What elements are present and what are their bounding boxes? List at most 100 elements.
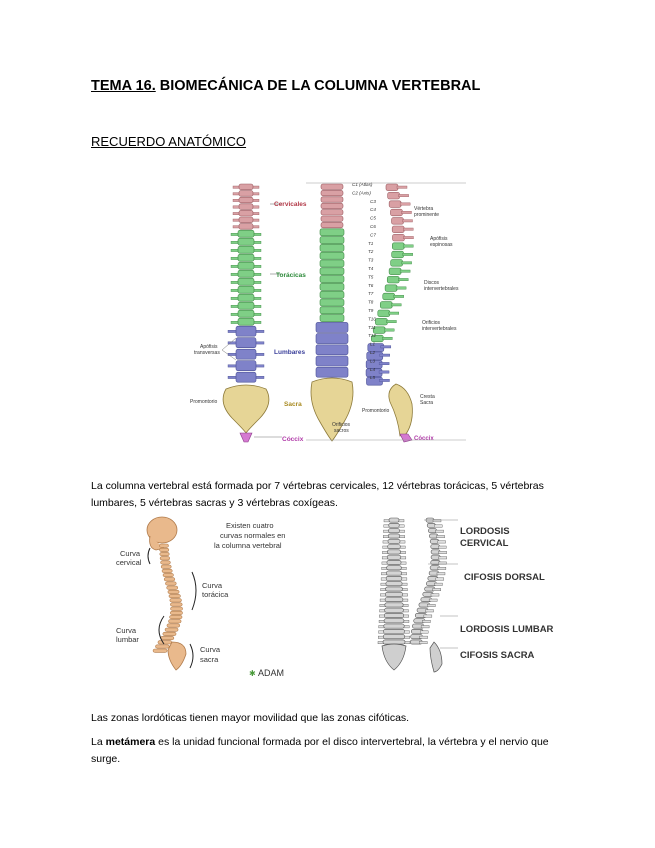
vertebra-process: [437, 567, 447, 570]
spine-vertebra: [386, 554, 402, 560]
spine-vertebra: [169, 598, 182, 603]
spine-vertebra: [167, 589, 180, 594]
spine-vertebra: [169, 615, 183, 620]
spine-vertebra: [162, 631, 177, 636]
title-number: TEMA 16.: [91, 78, 156, 94]
spine-vertebra: [160, 636, 175, 641]
spine-vertebra: [388, 523, 400, 528]
label-sacra: Sacra: [284, 401, 302, 408]
spine-vertebra: [168, 619, 182, 624]
vertebra-process: [380, 345, 392, 349]
thoracic-vertebra: [237, 237, 255, 246]
vertebra-process: [434, 524, 443, 528]
spine-vertebra: [160, 564, 172, 569]
vertebra-process: [419, 630, 429, 634]
spine-vertebra: [384, 613, 404, 618]
spine-vertebra: [155, 644, 170, 649]
vertebra-process: [402, 219, 413, 223]
vertebra-process: [384, 328, 395, 332]
vertebra-process: [399, 202, 411, 206]
vertebra-process: [419, 641, 428, 645]
spine-vertebra: [386, 570, 402, 576]
lateral-coccyx: [399, 433, 413, 443]
thoracic-vertebra: [319, 259, 345, 268]
cervical-vertebra: [387, 192, 400, 200]
lumbar-vertebra: [235, 337, 257, 348]
lumbar-vertebra: [315, 366, 349, 378]
thoracic-vertebra: [388, 267, 402, 275]
vertebra-code-label: T7: [368, 291, 374, 296]
vertebra-process: [419, 635, 428, 639]
spine-vertebra: [159, 556, 171, 561]
label-cresta-sacra-2: Sacra: [420, 400, 433, 406]
posterior-sacrum: [310, 377, 354, 442]
vertebra-process: [438, 561, 447, 565]
vertebra-code-label: C6: [370, 224, 376, 229]
curva-toracica-2: torácica: [202, 590, 229, 599]
spine-vertebra: [387, 538, 401, 544]
vertebra-code-label: T1: [368, 241, 374, 246]
vertebra-process: [432, 519, 442, 523]
thoracic-vertebra: [237, 277, 255, 286]
label-apofisis-transversas-2: transversas: [194, 350, 220, 356]
curva-lumbar-1: Curva: [116, 626, 137, 635]
label-apofisis-transversas-1: Apófisis: [200, 344, 218, 350]
cervical-vertebra: [320, 183, 344, 190]
cifosis-dorsal: CIFOSIS DORSAL: [464, 572, 545, 583]
vertebra-code-label: C2 (Axis): [352, 190, 371, 195]
posterior-spine-view: [310, 183, 354, 442]
label-toracicas: Torácicas: [276, 272, 306, 279]
cervical-vertebra: [320, 190, 344, 197]
label-discos-2: intervertebrales: [424, 286, 459, 292]
lumbar-vertebra: [315, 344, 349, 356]
vertebra-process: [396, 185, 408, 189]
vertebra-process: [438, 545, 447, 549]
lordosis-cervical-2: CERVICAL: [460, 538, 509, 549]
title-text: BIOMECÁNICA DE LA COLUMNA VERTEBRAL: [159, 78, 481, 94]
vertebra-process: [428, 598, 438, 602]
label-coccix: Cóccix: [282, 436, 304, 443]
adam-logo: ADAM: [258, 668, 284, 678]
thoracic-vertebra: [319, 314, 345, 322]
vertebra-code-label: T10: [368, 316, 376, 321]
spine-vertebra: [386, 565, 402, 571]
spine-vertebra: [166, 623, 181, 628]
thoracic-vertebra: [237, 317, 255, 326]
vertebra-process: [391, 303, 402, 307]
spine-vertebra: [160, 560, 171, 565]
label-promontorio-left: Promontorio: [190, 399, 217, 405]
spine-vertebra: [168, 594, 181, 599]
vertebra-code-label: T9: [368, 308, 374, 313]
spine-vertebra: [166, 585, 179, 590]
thoracic-vertebra: [237, 285, 255, 294]
label-orificios-sacros-2: sacros: [334, 428, 349, 434]
spine-curvature-labels-figure: LORDOSIS CERVICAL CIFOSIS DORSAL LORDOSI…: [377, 517, 554, 673]
curva-lumbar-2: lumbar: [116, 635, 139, 644]
lateral-spine-view: [365, 183, 414, 443]
curva-sacra-2: sacra: [200, 655, 219, 664]
vertebra-process: [436, 572, 446, 576]
vertebra-process: [402, 252, 413, 256]
curva-cervical-2: cervical: [116, 558, 142, 567]
paragraph-vertebra-count: La columna vertebral está formada por 7 …: [91, 480, 544, 509]
vertebra-process: [402, 227, 414, 231]
vertebra-code-label: L3: [370, 358, 376, 363]
spine-vertebra: [387, 544, 401, 549]
sacrum-shape: [167, 641, 187, 671]
vertebra-process: [401, 211, 412, 214]
spine-vertebra: [170, 606, 183, 611]
thoracic-vertebra: [319, 275, 345, 283]
thoracic-vertebra: [237, 309, 255, 318]
vertebra-process: [378, 362, 390, 365]
spine-vertebra: [382, 634, 406, 640]
spine-vertebra: [383, 623, 405, 629]
spine-vertebra: [157, 640, 172, 645]
vertebra-process: [399, 269, 411, 273]
vertebra-code-label: T8: [368, 300, 374, 305]
lumbar-vertebra: [315, 333, 349, 344]
vertebra-process: [438, 551, 447, 554]
curva-toracica-1: Curva: [202, 581, 223, 590]
vertebra-code-label: T6: [368, 283, 374, 288]
spine-curves-figure: Existen cuatro curvas normales en la col…: [116, 516, 285, 678]
thoracic-vertebra: [237, 261, 255, 270]
